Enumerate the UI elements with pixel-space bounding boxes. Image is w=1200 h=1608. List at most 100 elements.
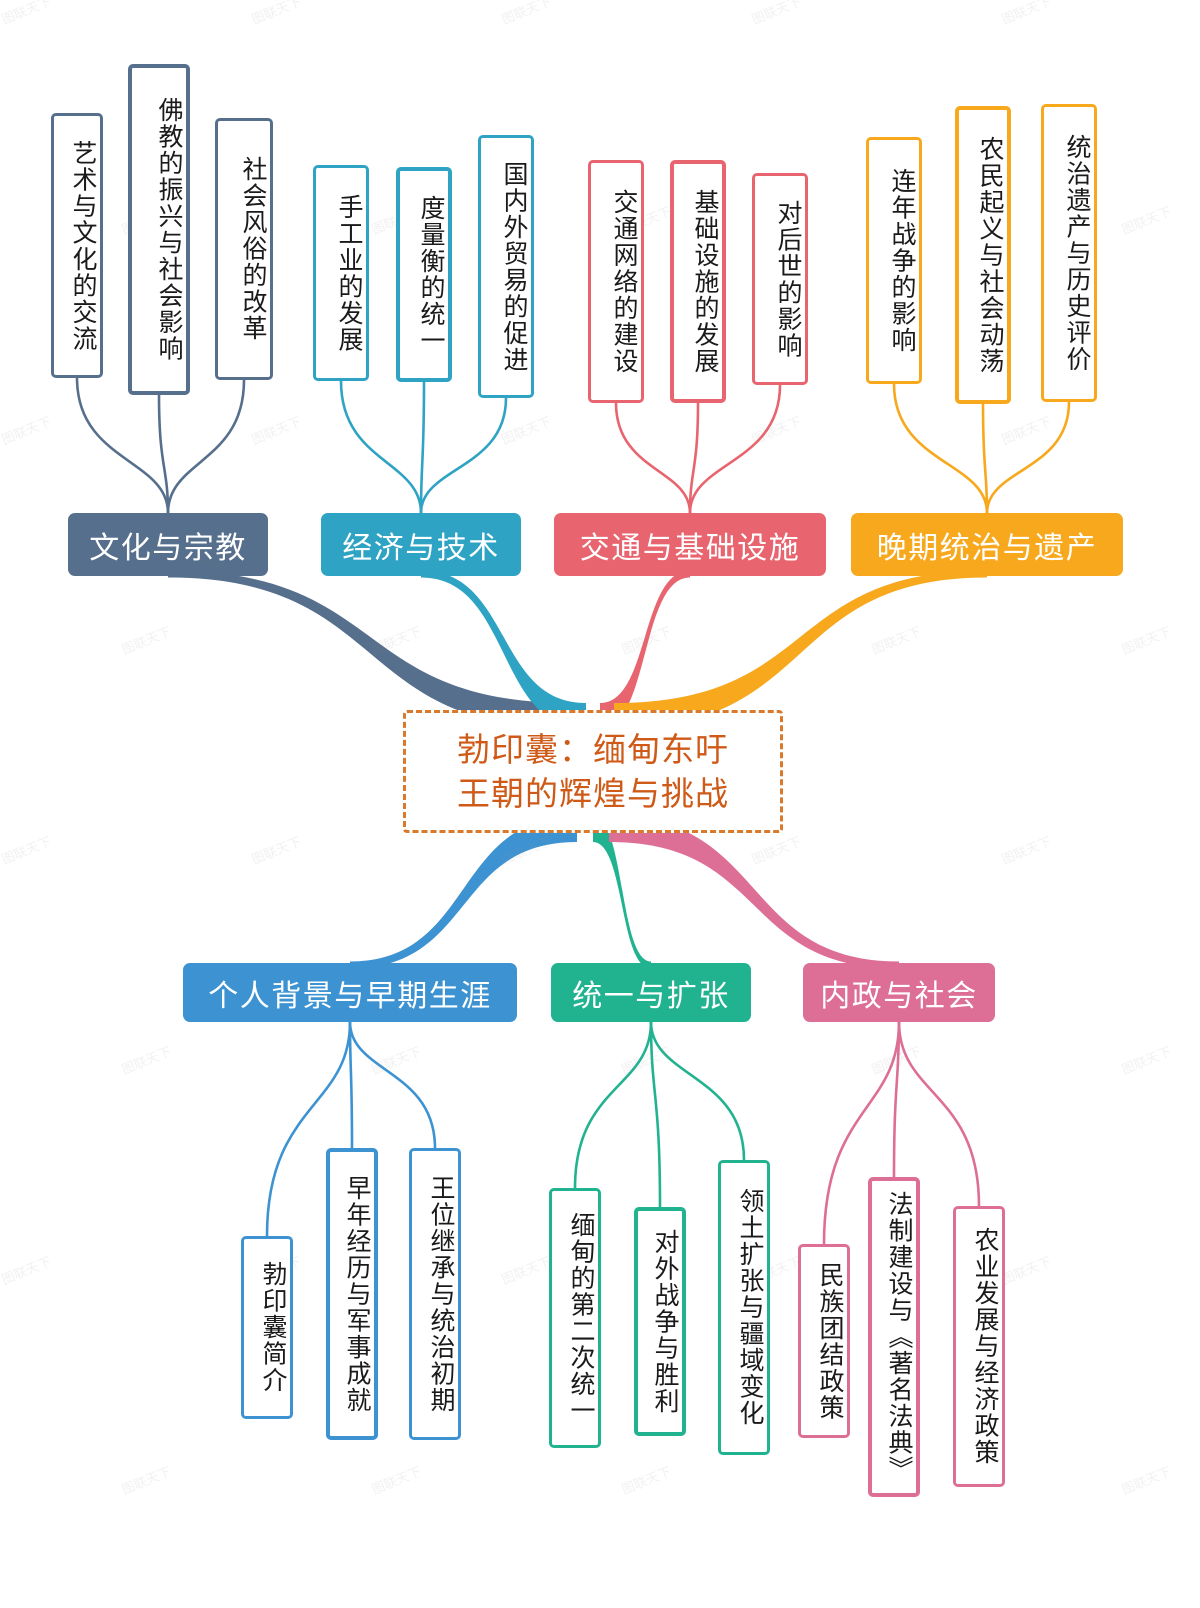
leaf-label: 对后世的影响 [774, 199, 802, 359]
connector-path [75, 376, 170, 515]
branch-internal[interactable]: 内政与社会 [803, 963, 995, 1022]
watermark: 图联天下 [499, 1253, 554, 1288]
watermark: 图联天下 [499, 413, 554, 448]
watermark: 图联天下 [999, 413, 1054, 448]
leaf-node[interactable]: 缅甸的第二次统一 [549, 1188, 601, 1448]
leaf-label: 国内外贸易的促进 [500, 160, 528, 373]
watermark: 图联天下 [119, 1463, 174, 1498]
branch-label: 个人背景与早期生涯 [208, 979, 492, 1013]
leaf-label: 手工业的发展 [335, 193, 363, 353]
leaf-label: 领土扩张与疆域变化 [736, 1188, 764, 1427]
watermark: 图联天下 [499, 0, 554, 28]
leaf-node[interactable]: 农民起义与社会动荡 [955, 106, 1011, 404]
leaf-label: 社会风俗的改革 [239, 156, 267, 342]
leaf-label: 统治遗产与历史评价 [1063, 133, 1091, 373]
leaf-node[interactable]: 手工业的发展 [313, 165, 369, 381]
connector-ribbon [350, 816, 577, 969]
leaf-label: 交通网络的建设 [610, 188, 638, 375]
leaf-node[interactable]: 交通网络的建设 [588, 160, 644, 403]
leaf-node[interactable]: 领土扩张与疆域变化 [718, 1160, 770, 1455]
watermark: 图联天下 [119, 1043, 174, 1078]
leaf-label: 王位继承与统治初期 [427, 1174, 455, 1414]
leaf-label: 农民起义与社会动荡 [976, 135, 1004, 375]
branch-label: 交通与基础设施 [579, 531, 801, 565]
leaf-node[interactable]: 基础设施的发展 [670, 160, 726, 403]
watermark: 图联天下 [999, 1253, 1054, 1288]
connector-ribbon [168, 570, 572, 729]
branch-background[interactable]: 个人背景与早期生涯 [183, 963, 517, 1022]
branch-label: 内政与社会 [820, 979, 978, 1013]
leaf-label: 缅甸的第二次统一 [567, 1212, 595, 1424]
leaf-label: 度量衡的统一 [417, 195, 445, 354]
connector-path [348, 1020, 354, 1150]
watermark: 图联天下 [749, 833, 804, 868]
watermark: 图联天下 [619, 623, 674, 658]
leaf-node[interactable]: 国内外贸易的促进 [478, 135, 534, 398]
connector-path [166, 378, 246, 515]
leaf-node[interactable]: 对后世的影响 [752, 173, 808, 385]
watermark: 图联天下 [249, 833, 304, 868]
watermark: 图联天下 [1119, 623, 1174, 658]
branch-transport[interactable]: 交通与基础设施 [554, 513, 826, 576]
connector-ribbon [421, 570, 586, 729]
watermark: 图联天下 [369, 623, 424, 658]
watermark: 图联天下 [0, 413, 54, 448]
connector-ribbon [600, 570, 690, 729]
branch-economy[interactable]: 经济与技术 [321, 513, 521, 576]
watermark: 图联天下 [499, 833, 554, 868]
leaf-node[interactable]: 法制建设与《著名法典》 [868, 1177, 920, 1497]
branch-unification[interactable]: 统一与扩张 [551, 963, 751, 1022]
watermark: 图联天下 [869, 623, 924, 658]
watermark: 图联天下 [619, 1043, 674, 1078]
leaf-node[interactable]: 早年经历与军事成就 [326, 1148, 378, 1440]
watermark: 图联天下 [119, 623, 174, 658]
leaf-node[interactable]: 民族团结政策 [798, 1244, 850, 1438]
root-node[interactable]: 勃印囊：缅甸东吁王朝的辉煌与挑战 [403, 710, 783, 833]
branch-latereign[interactable]: 晚期统治与遗产 [851, 513, 1123, 576]
watermark: 图联天下 [369, 1463, 424, 1498]
leaf-node[interactable]: 农业发展与经济政策 [953, 1206, 1005, 1487]
branch-label: 经济与技术 [342, 531, 500, 565]
watermark: 图联天下 [749, 413, 804, 448]
leaf-node[interactable]: 度量衡的统一 [396, 167, 452, 382]
connector-path [419, 380, 426, 515]
leaf-node[interactable]: 社会风俗的改革 [215, 118, 273, 380]
connector-path [157, 393, 170, 515]
branch-label: 文化与宗教 [89, 531, 247, 565]
leaf-label: 佛教的振兴与社会影响 [155, 97, 183, 362]
connector-ribbon [614, 570, 987, 729]
watermark: 图联天下 [869, 1043, 924, 1078]
leaf-label: 早年经历与军事成就 [343, 1174, 371, 1414]
leaf-node[interactable]: 连年战争的影响 [866, 137, 922, 384]
leaf-label: 勃印囊简介 [259, 1261, 287, 1394]
branch-culture[interactable]: 文化与宗教 [68, 513, 268, 576]
leaf-node[interactable]: 勃印囊简介 [241, 1236, 293, 1419]
leaf-node[interactable]: 对外战争与胜利 [634, 1207, 686, 1436]
connector-ribbon [593, 816, 651, 969]
connector-path [981, 402, 989, 515]
connector-path [892, 1020, 901, 1179]
watermark: 图联天下 [0, 833, 54, 868]
branch-label: 统一与扩张 [572, 979, 730, 1013]
watermark: 图联天下 [619, 1463, 674, 1498]
watermark: 图联天下 [369, 1043, 424, 1078]
leaf-node[interactable]: 王位继承与统治初期 [409, 1148, 461, 1440]
connector-path [348, 1020, 437, 1150]
leaf-label: 连年战争的影响 [888, 167, 916, 354]
connector-path [614, 401, 692, 515]
leaf-node[interactable]: 佛教的振兴与社会影响 [128, 64, 190, 395]
watermark: 图联天下 [749, 0, 804, 28]
watermark: 图联天下 [999, 833, 1054, 868]
leaf-label: 基础设施的发展 [691, 188, 719, 375]
leaf-label: 法制建设与《著名法典》 [885, 1191, 913, 1483]
watermark: 图联天下 [249, 0, 304, 28]
connector-path [688, 383, 782, 515]
leaf-label: 艺术与文化的交流 [69, 139, 97, 352]
leaf-label: 对外战争与胜利 [651, 1228, 679, 1415]
root-node-label: 勃印囊：缅甸东吁王朝的辉煌与挑战 [457, 728, 729, 815]
connector-path [688, 401, 700, 515]
leaf-node[interactable]: 统治遗产与历史评价 [1041, 104, 1097, 402]
connector-path [339, 379, 423, 515]
leaf-node[interactable]: 艺术与文化的交流 [51, 113, 103, 378]
